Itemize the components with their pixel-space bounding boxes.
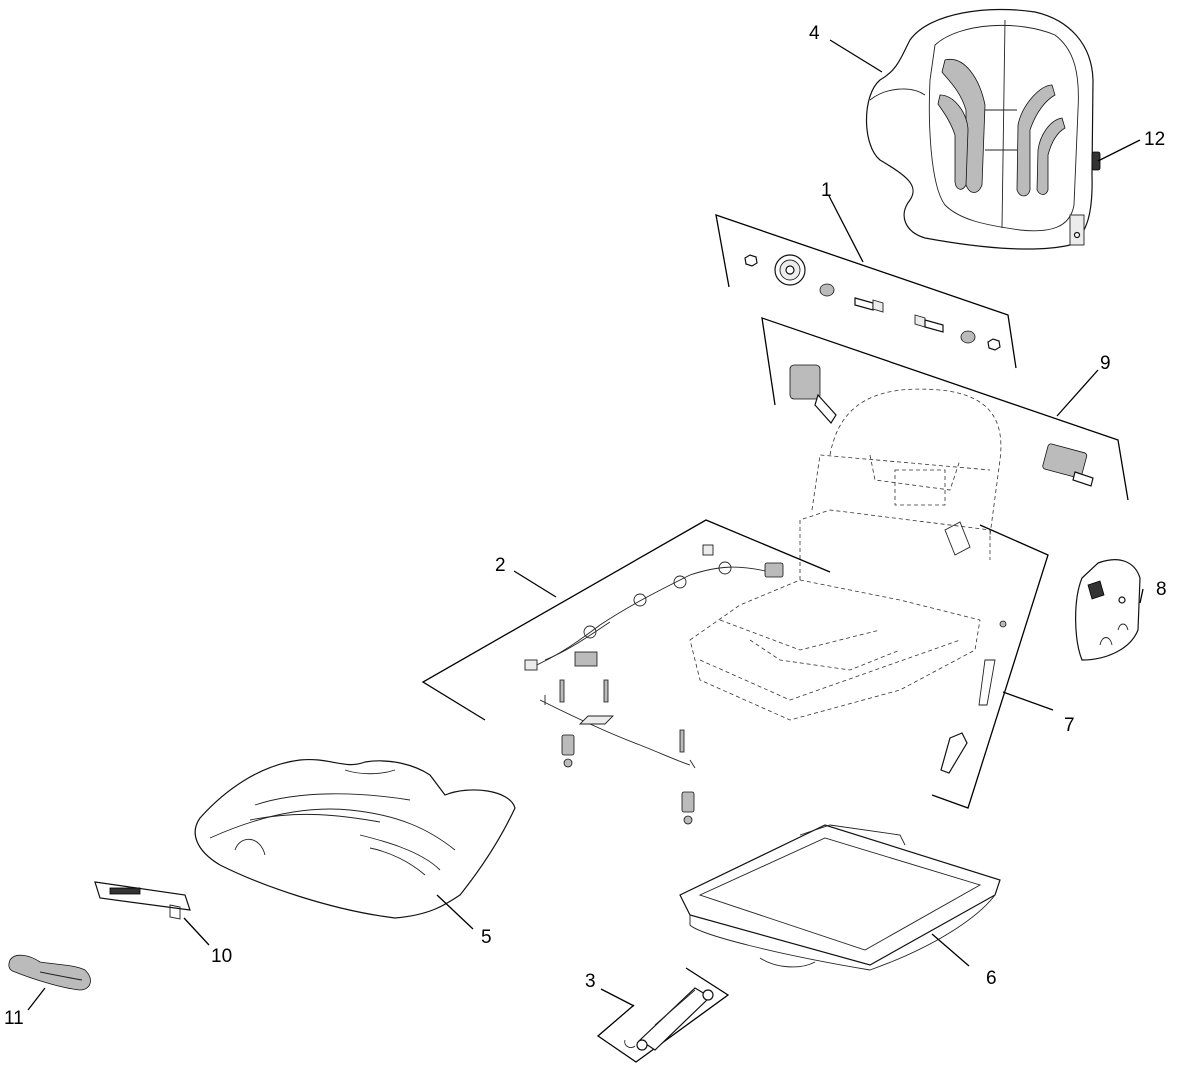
leader-1	[828, 195, 864, 263]
part-7-seat-frame	[689, 388, 1049, 809]
leader-5	[436, 894, 474, 930]
callout-6: 6	[986, 968, 997, 989]
callout-2: 2	[495, 555, 506, 576]
springs-and-rod	[539, 679, 696, 825]
callout-5: 5	[481, 927, 492, 948]
callout-labels: 4 12 1 9 8 7 2 5 6 3 10 11	[4, 23, 1167, 1029]
leader-8	[1139, 588, 1144, 604]
callout-7: 7	[1064, 715, 1075, 736]
callout-3: 3	[585, 971, 596, 992]
part-2-wiring-harness	[421, 519, 831, 721]
part-1-hardware-kit	[715, 214, 1017, 369]
part-4-backrest-cushion	[865, 8, 1101, 250]
leader-3	[600, 988, 635, 1007]
part-6-base-pan	[679, 824, 1001, 971]
callout-1: 1	[821, 180, 832, 201]
part-3-damper	[596, 967, 730, 1063]
callout-4: 4	[809, 23, 820, 44]
leader-10	[183, 917, 210, 946]
leader-4	[829, 39, 883, 73]
leader-7	[1002, 691, 1054, 711]
callout-11: 11	[4, 1008, 24, 1029]
leader-11	[27, 987, 46, 1011]
part-11-handle	[8, 954, 91, 991]
leader-12	[1097, 139, 1141, 162]
part-8-side-cover	[1075, 559, 1141, 661]
leader-9	[1056, 369, 1099, 417]
callout-10: 10	[211, 946, 232, 967]
leader-6	[931, 933, 970, 967]
part-10-slide-rail	[94, 881, 191, 920]
callout-9: 9	[1100, 353, 1111, 374]
part-9-seat-belt-kit	[761, 317, 1129, 501]
callout-8: 8	[1156, 579, 1167, 600]
leader-lines	[27, 39, 1144, 1011]
callout-12: 12	[1144, 129, 1165, 150]
leader-2	[513, 570, 557, 598]
part-5-seat-cushion	[194, 758, 516, 919]
